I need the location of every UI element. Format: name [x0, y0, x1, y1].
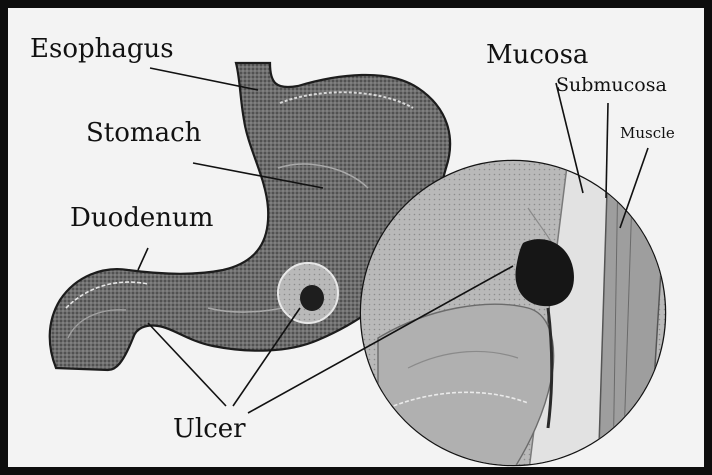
- label-duodenum: Duodenum: [70, 205, 213, 231]
- label-muscle: Muscle: [620, 126, 675, 141]
- label-stomach: Stomach: [86, 120, 201, 146]
- label-esophagus: Esophagus: [30, 36, 174, 62]
- label-mucosa: Mucosa: [486, 42, 588, 68]
- ulcer-spot: [300, 285, 324, 311]
- label-submucosa: Submucosa: [556, 76, 667, 95]
- label-ulcer: Ulcer: [173, 416, 246, 442]
